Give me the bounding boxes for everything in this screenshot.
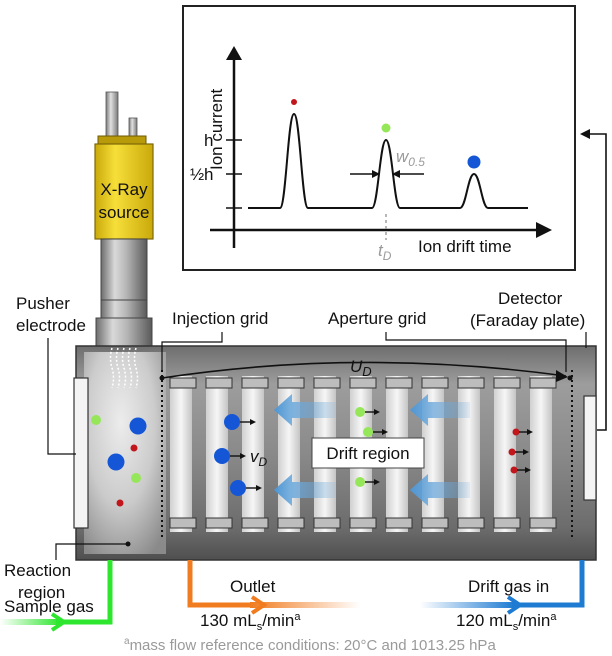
spectrum-blue-ion-icon	[467, 155, 481, 169]
drift-gas-fade	[420, 602, 514, 608]
aperture-grid-label: Aperture grid	[328, 309, 426, 328]
injection-grid-label: Injection grid	[172, 309, 268, 328]
velocity-label: vD	[250, 447, 268, 469]
spectrum-green-ion-icon	[381, 123, 391, 133]
tick-half-h-label: h	[204, 165, 213, 184]
xray-collar	[100, 299, 148, 319]
pusher-label-2: electrode	[16, 316, 86, 335]
footnote: amass flow reference conditions: 20°C an…	[124, 636, 496, 654]
y-axis-arrow-icon	[226, 46, 242, 60]
pusher-electrode	[73, 377, 89, 529]
fwhm-left-arrow-icon	[372, 170, 380, 178]
sample-gas-line	[56, 560, 113, 625]
spectrum-inset: Ion current Ion drift time h ½ h w0.5 tD	[182, 5, 576, 271]
voltage-end-dot	[567, 375, 573, 381]
voltage-arc	[161, 361, 567, 379]
spectrum-trace	[248, 112, 528, 209]
flow-arrow-right-top	[410, 394, 470, 426]
faraday-plate	[583, 395, 597, 501]
drift-gas-arrow-icon	[506, 595, 524, 615]
outlet-label: Outlet	[230, 577, 276, 596]
x-axis-label: Ion drift time	[418, 237, 512, 256]
gas-flow-arrows	[274, 394, 470, 506]
voltage-start-dot	[159, 375, 165, 381]
drift-region-box	[311, 437, 425, 469]
xray-beam	[109, 347, 139, 389]
y-axis-label: Ion current	[207, 88, 226, 170]
tick-h-label: h	[204, 131, 213, 150]
flow-arrow-right-bottom	[410, 474, 470, 506]
reaction-chamber	[84, 352, 166, 554]
inset-frame	[182, 5, 576, 271]
reaction-dot	[125, 541, 131, 547]
drift-gas-label: Drift gas in	[468, 577, 549, 596]
signal-line	[584, 133, 607, 431]
outlet-fade	[250, 602, 360, 608]
signal-arrow-icon	[580, 129, 590, 139]
reaction-leader	[55, 543, 128, 560]
reaction-label-1: Reaction	[4, 561, 71, 580]
drift-ions	[214, 407, 533, 496]
td-label: tD	[378, 241, 392, 263]
tick-half-frac-label: ½	[190, 165, 204, 184]
xray-housing	[94, 143, 154, 240]
spectrum-red-ion-icon	[291, 99, 297, 105]
xray-source: X-Ray source	[94, 91, 154, 347]
xray-pin-2	[128, 117, 138, 137]
ims-tube: UD Drift region	[73, 345, 597, 561]
ring-electrodes-top	[169, 377, 557, 389]
reaction-ions	[91, 415, 147, 507]
injection-leader	[161, 332, 223, 372]
xray-flange	[95, 317, 153, 347]
flow-arrow-left-bottom	[274, 474, 336, 506]
sample-gas-fade	[0, 619, 60, 625]
voltage-arrow-icon	[556, 370, 568, 382]
detector-label-2: (Faraday plate)	[470, 311, 585, 330]
reaction-label-2: region	[18, 583, 65, 602]
drift-region-label: Drift region	[326, 444, 409, 463]
drift-gas-line	[512, 560, 585, 608]
flow-arrow-left-top	[274, 394, 336, 426]
aperture-leader	[385, 332, 567, 372]
drift-gas-flow: 120 mLs/mina	[456, 611, 557, 633]
sample-gas-arrow-icon	[50, 612, 68, 632]
pusher-leader	[47, 338, 76, 455]
ring-electrodes-bottom	[169, 517, 557, 529]
xray-label-1: X-Ray	[100, 180, 148, 199]
xray-pin-1	[105, 91, 119, 137]
outlet-arrow-icon	[250, 595, 268, 615]
pusher-label-1: Pusher	[16, 294, 70, 313]
fwhm-right-arrow-icon	[392, 170, 400, 178]
detector-label-1: Detector	[498, 289, 563, 308]
xray-label-2: source	[98, 203, 149, 222]
fwhm-label: w0.5	[396, 147, 425, 169]
outlet-line	[187, 560, 250, 608]
outlet-flow: 130 mLs/mina	[200, 611, 301, 633]
x-axis-arrow-icon	[536, 222, 552, 238]
voltage-label: UD	[350, 357, 372, 379]
sample-gas-label: Sample gas	[4, 597, 94, 616]
